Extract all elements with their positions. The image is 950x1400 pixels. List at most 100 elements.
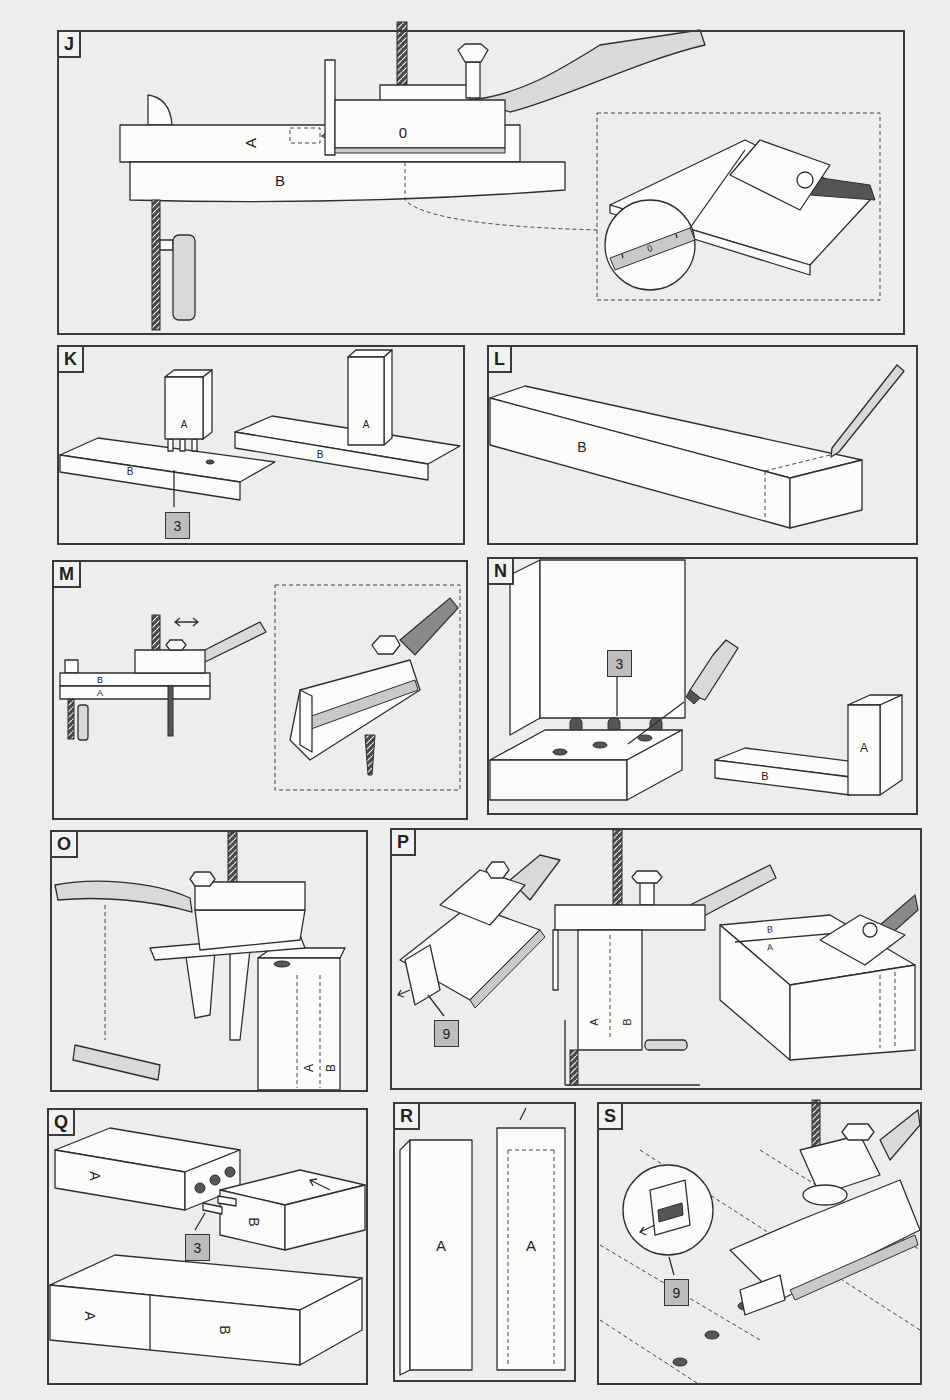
panel-p-art [610, 935, 611, 1040]
panel-o-art [55, 881, 192, 912]
panel-s-art [669, 1257, 674, 1275]
panel-p-art [720, 925, 790, 1060]
panel-k-art [235, 432, 428, 480]
step-letter: M [52, 560, 81, 588]
callout-number: 3 [616, 656, 624, 672]
panel-s-art [880, 1110, 920, 1160]
panel-m-art [166, 640, 186, 650]
panel-s-art [803, 1185, 847, 1205]
panel-r-art [508, 1150, 554, 1365]
panel-q-art [225, 1167, 235, 1177]
callout-number: 3 [194, 1240, 202, 1256]
panel-frame: P9 [390, 828, 922, 1090]
part-label: B [97, 676, 103, 685]
panel-s-art [658, 1203, 683, 1222]
panel-k-art [192, 439, 197, 451]
callout-number: 9 [443, 1026, 451, 1042]
panel-p-art [405, 945, 440, 1005]
panel-o-art [190, 872, 215, 886]
panel-j-art [622, 234, 677, 258]
panel-q-art [195, 1213, 205, 1230]
panel-s-art [640, 1225, 655, 1235]
panel-n-art [593, 742, 607, 748]
part-label: B [218, 1325, 232, 1334]
panel-frame: J [57, 30, 905, 335]
panel-l-art [490, 365, 904, 528]
panel-j-art [405, 162, 600, 230]
callout-box: 9 [434, 1020, 459, 1047]
panel-frame: M [52, 560, 468, 820]
panel-o-art [73, 1045, 160, 1080]
panel-j-art [605, 200, 695, 290]
panel-j-art [335, 100, 505, 148]
part-label: B [577, 440, 586, 454]
panel-p-art [553, 930, 558, 990]
panel-p-art [578, 930, 642, 1050]
part-label: A [436, 1238, 446, 1253]
part-label: A [363, 420, 370, 430]
panel-p-art [820, 915, 905, 965]
panel-n-art [848, 705, 880, 795]
panel-s-art [842, 1124, 874, 1140]
panel-p-art [565, 1020, 700, 1085]
panel-frame: Q3 [47, 1108, 368, 1385]
callout-box: 9 [664, 1279, 689, 1306]
panel-n-art [490, 760, 627, 800]
panel-m-art [400, 598, 458, 655]
part-label: A [83, 1311, 97, 1320]
panel-frame: K3 [57, 345, 465, 545]
panel-m-art [290, 660, 420, 760]
panel-s-art [600, 1150, 920, 1385]
part-label: A [526, 1238, 536, 1253]
panel-l-art [490, 398, 790, 528]
part-label: A [243, 138, 258, 148]
panel-q-art [185, 1150, 240, 1210]
panel-q-art [50, 1285, 300, 1365]
part-label: B [275, 173, 285, 188]
panel-n-art [715, 760, 850, 795]
panel-j-art [173, 235, 195, 320]
panel-q-art [149, 1295, 150, 1350]
panel-n-art [686, 690, 700, 704]
step-letter: N [487, 557, 514, 585]
step-letter: L [487, 345, 512, 373]
panel-r-art [400, 1140, 410, 1375]
panel-m-art [135, 650, 205, 673]
panel-s-art [600, 1100, 920, 1385]
panel-n-art [628, 702, 684, 744]
panel-n-art [627, 730, 682, 800]
panel-j-art [335, 148, 505, 153]
panel-s-art [705, 1331, 719, 1339]
panel-j-art [120, 22, 880, 330]
panel-s-art [673, 1358, 687, 1366]
panel-q-art [310, 1179, 330, 1190]
panel-q-art [55, 1150, 185, 1210]
part-label: A [767, 943, 774, 952]
panel-m-art [300, 690, 312, 752]
panel-o-art [185, 950, 215, 1018]
panel-s-art [650, 1180, 690, 1235]
step-letter: J [57, 30, 81, 58]
panel-j-art [160, 240, 173, 250]
panel-l-art [831, 365, 904, 457]
panel-k-art [173, 470, 174, 507]
panel-o-art [195, 882, 305, 910]
panel-m-art [60, 673, 210, 686]
panel-p-art [790, 965, 915, 1060]
panel-q-art [203, 1203, 222, 1214]
panel-m-art [60, 686, 210, 699]
part-label: B [247, 1217, 261, 1226]
part-label: A [88, 1171, 102, 1180]
panel-j-art [152, 200, 160, 330]
callout-box: 3 [185, 1234, 210, 1261]
panel-j-art [325, 60, 335, 155]
panel-n-art [540, 560, 685, 718]
panel-q-art [50, 1128, 365, 1365]
step-letter: O [50, 830, 78, 858]
panel-o-art [105, 905, 106, 1040]
panel-q-art [218, 1196, 236, 1206]
panel-n-art [638, 735, 652, 741]
part-label: A [303, 1064, 315, 1072]
panel-p-art [640, 880, 654, 905]
panel-m-art [65, 660, 78, 673]
